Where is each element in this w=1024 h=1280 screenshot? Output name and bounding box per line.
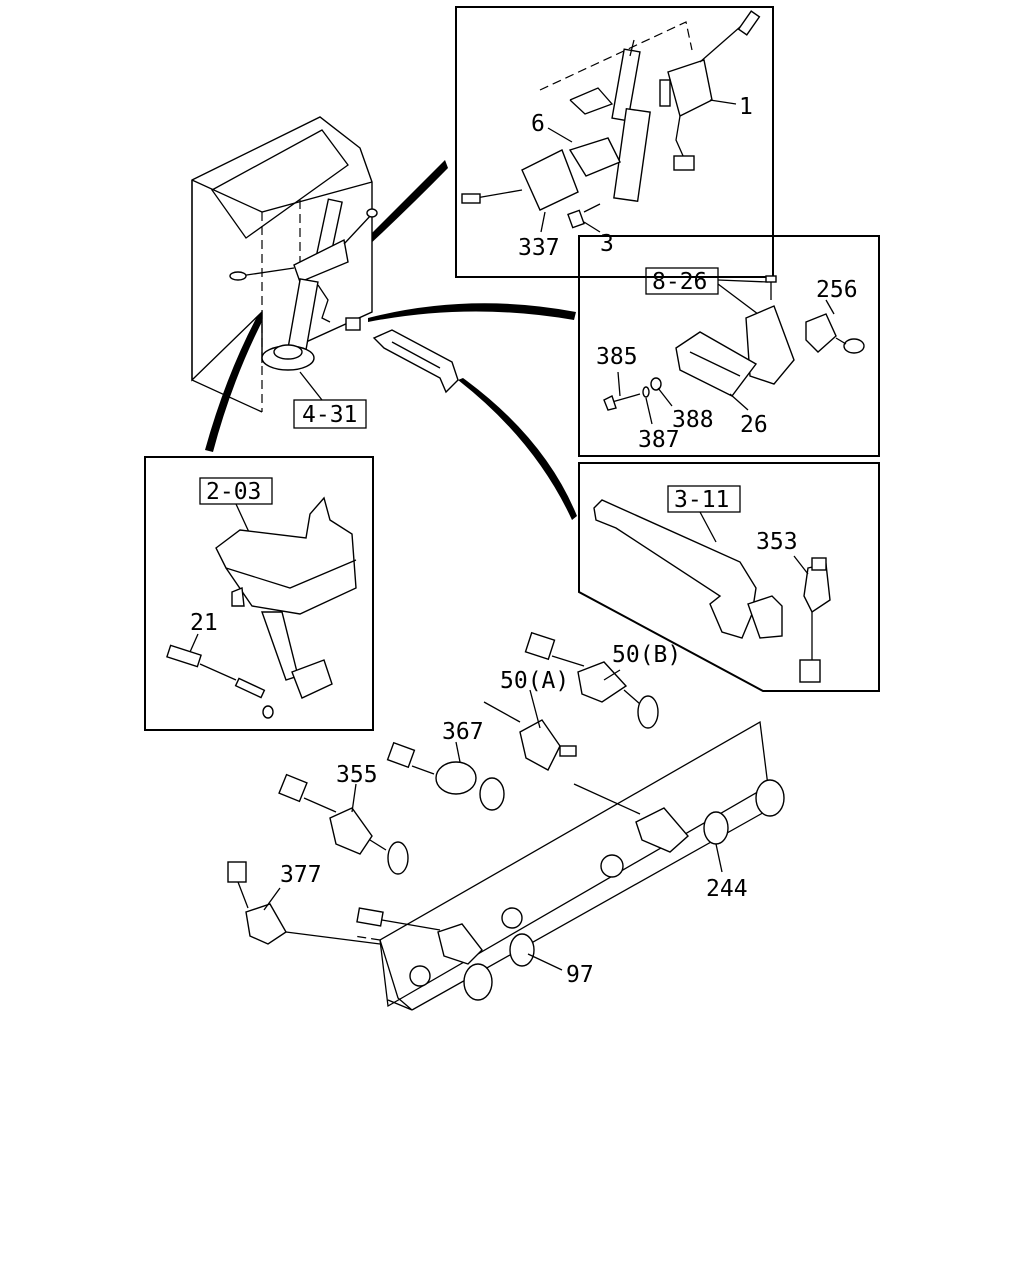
callout-377: 377: [280, 862, 322, 888]
callout-50a: 50(A): [500, 668, 569, 694]
steering-column-assembly: [229, 198, 378, 371]
detail-frame-parking-brake-switch: [578, 462, 880, 692]
callout-355: 355: [336, 762, 378, 788]
callout-337: 337: [518, 235, 560, 261]
ref-2-03: 2-03: [206, 479, 261, 505]
callout-26: 26: [740, 412, 768, 438]
detail-frame-micro-switch: [578, 235, 880, 457]
ref-3-11: 3-11: [674, 487, 729, 513]
callout-97: 97: [566, 962, 594, 988]
callout-385: 385: [596, 344, 638, 370]
switch-panel-bracket: [353, 720, 785, 1011]
turn-signal-detail-parts: [461, 10, 761, 229]
callout-367: 367: [442, 719, 484, 745]
ref-box-3-11: 3-11: [667, 485, 741, 513]
pedal-bracket-parts: [166, 496, 357, 719]
leader-wedge-right: [368, 303, 576, 322]
callout-6: 6: [531, 111, 545, 137]
callout-244: 244: [706, 876, 748, 902]
parking-brake-lever-small: [372, 329, 459, 394]
micro-switch-parts: [603, 275, 865, 411]
ref-box-2-03: 2-03: [199, 477, 273, 505]
callout-353: 353: [756, 529, 798, 555]
leader-wedge-lower: [458, 378, 577, 520]
ref-box-8-26: 8-26: [645, 267, 719, 295]
callout-1: 1: [739, 94, 753, 120]
detail-frame-turn-signal-switch: [455, 6, 774, 278]
leader-wedge-left: [205, 290, 278, 452]
callout-21: 21: [190, 610, 218, 636]
switch-parts-row: [227, 631, 729, 967]
detail-frame-pedal-switch: [144, 456, 374, 731]
parking-brake-lever-parts: [593, 499, 831, 683]
ref-8-26: 8-26: [652, 269, 707, 295]
callout-3: 3: [600, 231, 614, 257]
callout-388: 388: [672, 407, 714, 433]
callout-256: 256: [816, 277, 858, 303]
callout-50b: 50(B): [612, 642, 681, 668]
ref-4-31: 4-31: [302, 402, 357, 428]
leader-wedge-top: [350, 160, 448, 260]
connector-small: [345, 317, 361, 331]
ref-box-4-31: 4-31: [293, 399, 367, 429]
callout-387: 387: [638, 427, 680, 453]
